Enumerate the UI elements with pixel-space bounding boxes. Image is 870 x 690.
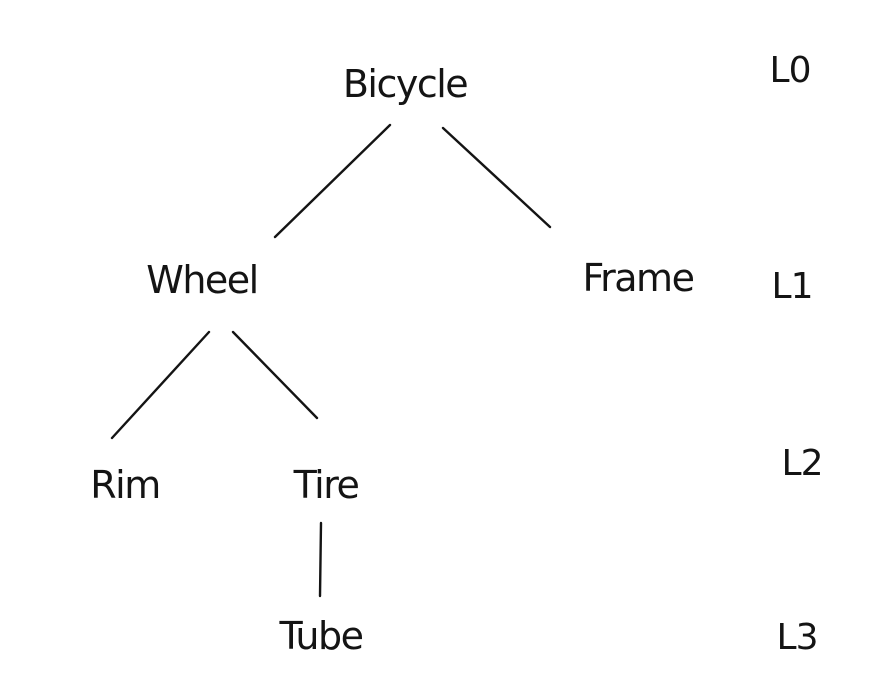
node-tire: Tire [293, 463, 360, 507]
level-label-l1: L1 [771, 266, 814, 307]
edge-bicycle-frame [441, 126, 552, 229]
level-label-l0: L0 [769, 50, 812, 91]
node-rim: Rim [90, 463, 161, 507]
edge-wheel-tire [231, 330, 319, 420]
edge-wheel-rim [110, 330, 211, 440]
level-label-l3: L3 [776, 617, 819, 658]
node-frame: Frame [582, 256, 695, 300]
node-bicycle: Bicycle [342, 62, 469, 106]
level-label-l2: L2 [781, 443, 824, 484]
node-wheel: Wheel [146, 258, 259, 302]
node-tube: Tube [279, 614, 364, 658]
edge-bicycle-wheel [273, 123, 392, 239]
edge-tire-tube [318, 521, 323, 598]
